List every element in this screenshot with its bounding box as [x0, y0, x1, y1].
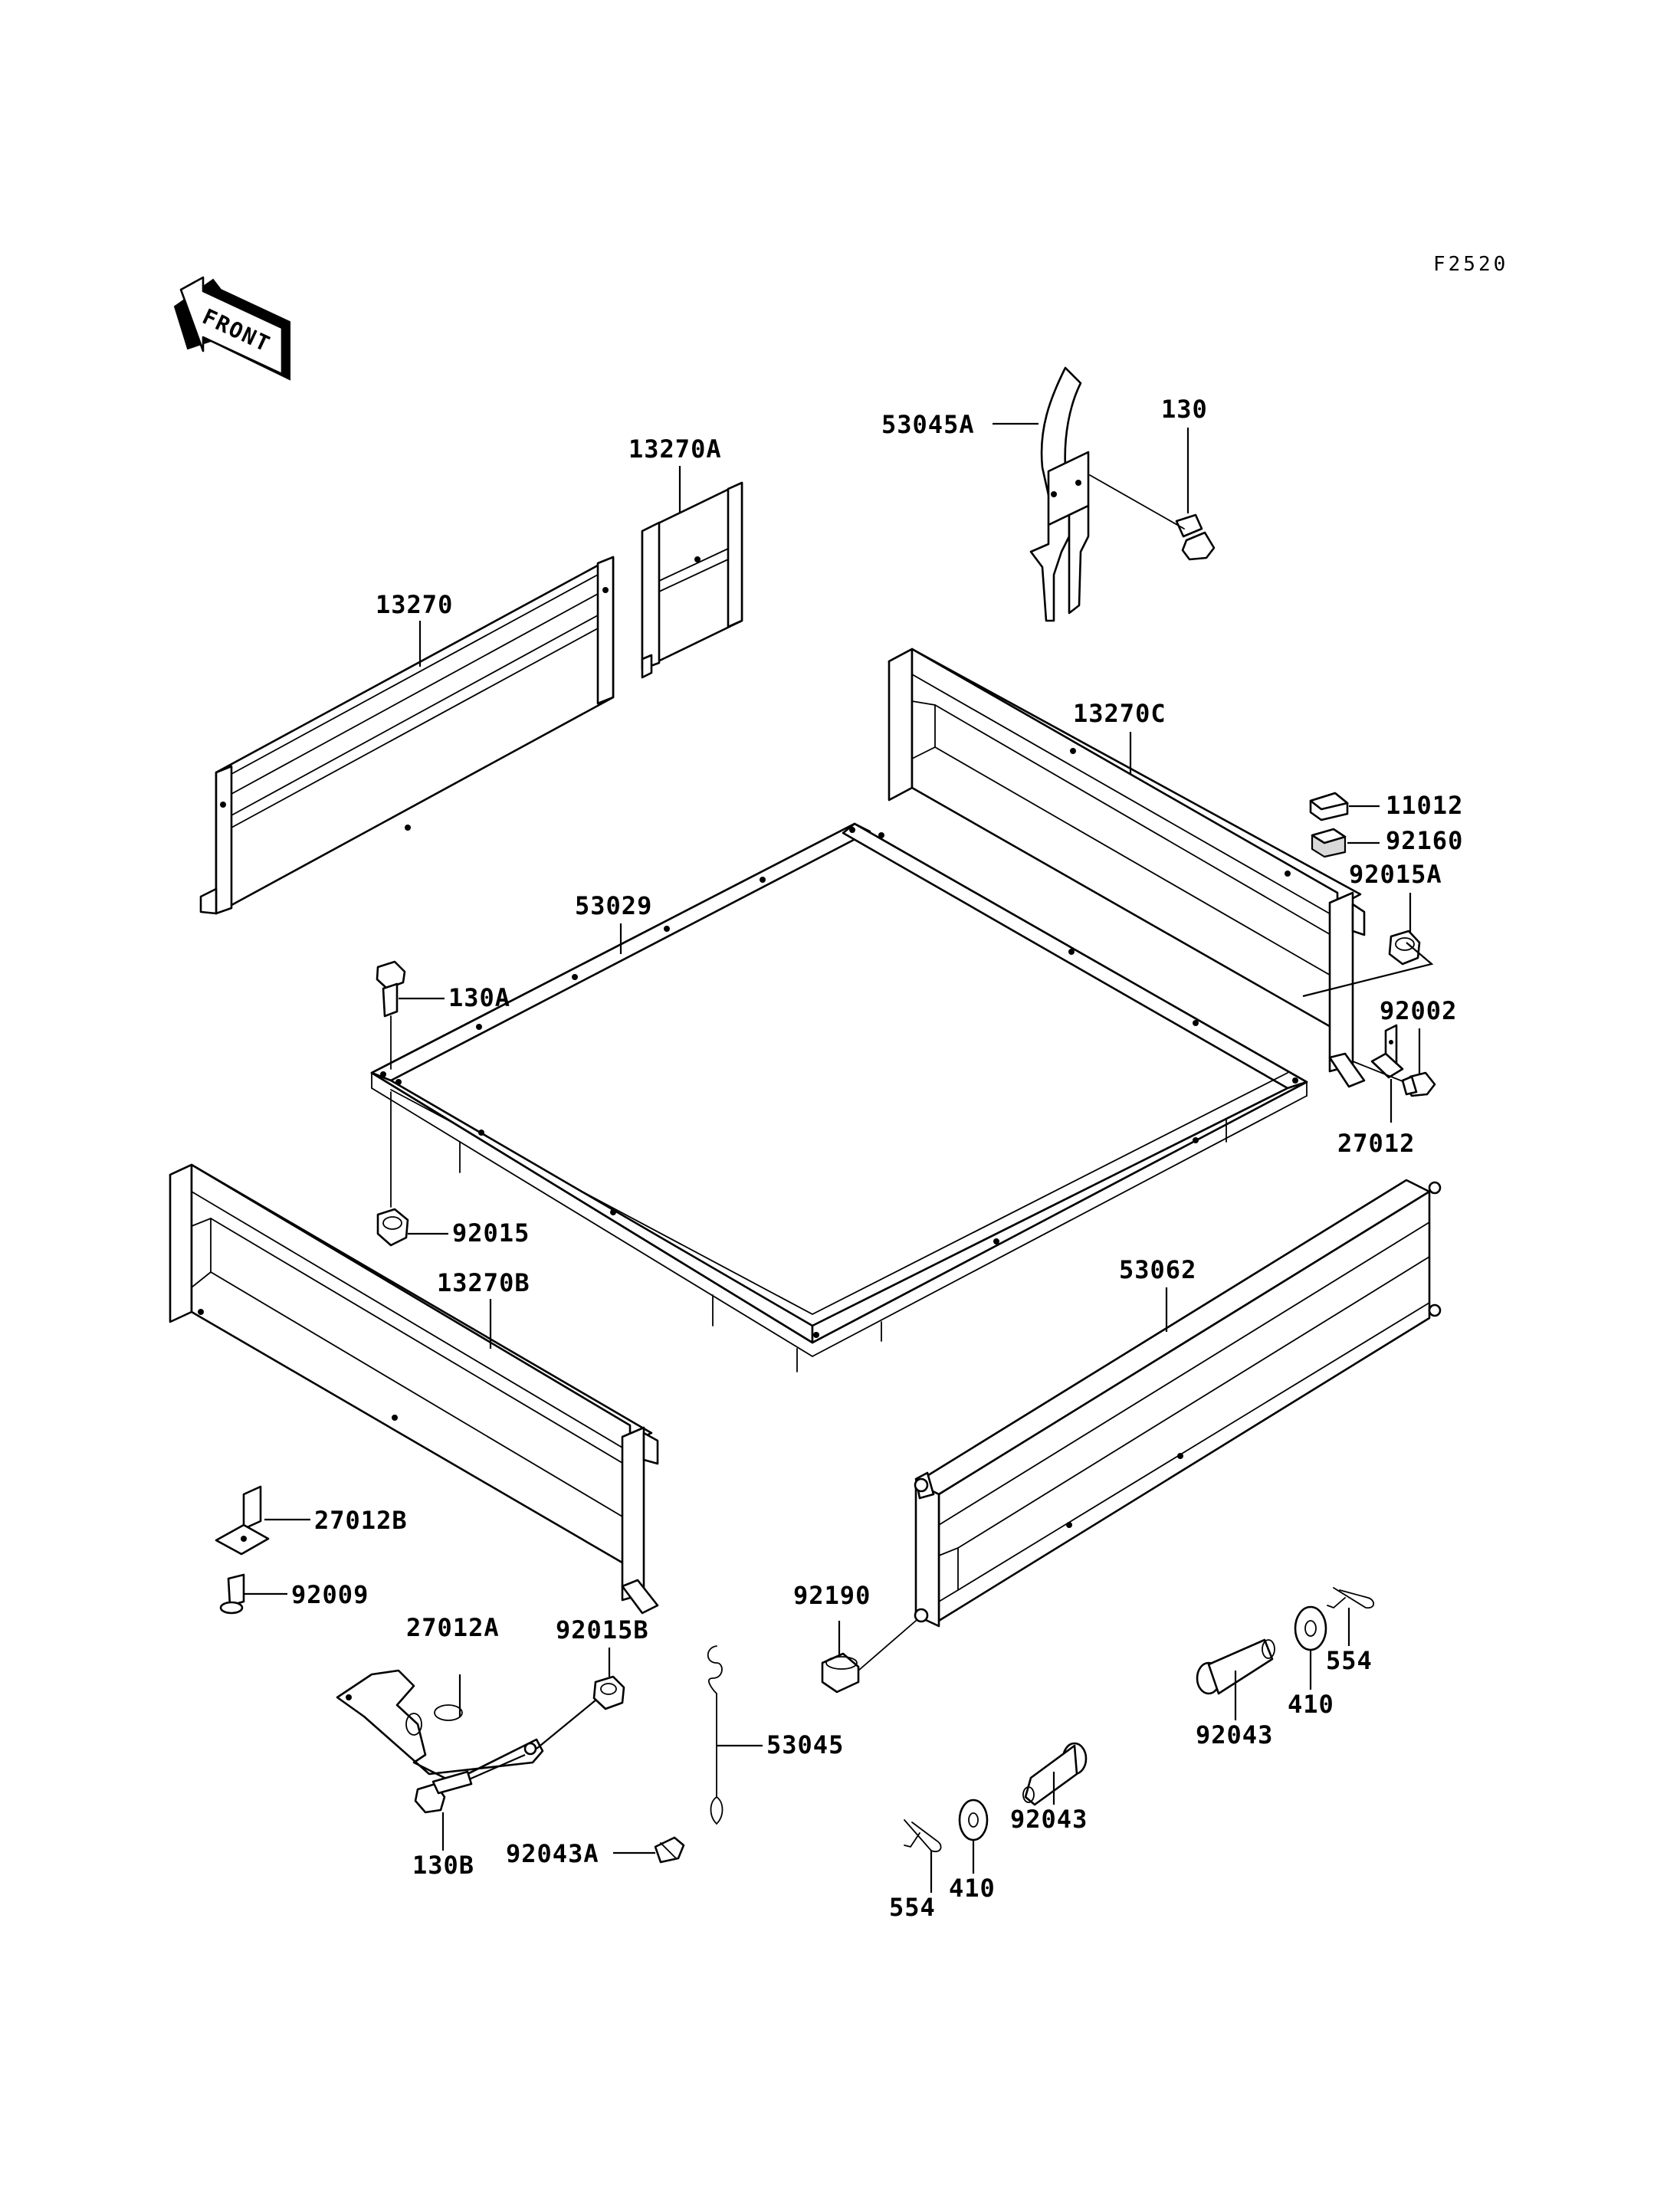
part-410-washer-right [1294, 1605, 1327, 1651]
part-92015B-nut [592, 1675, 625, 1710]
label-11012: 11012 [1386, 791, 1463, 820]
label-92015: 92015 [452, 1218, 530, 1248]
part-92043A-clip [654, 1836, 685, 1864]
label-53045: 53045 [766, 1730, 844, 1759]
part-92009-screw [219, 1573, 245, 1615]
label-92015A: 92015A [1349, 860, 1442, 889]
part-92002-bolt [1352, 1061, 1436, 1097]
label-130: 130 [1161, 395, 1208, 424]
part-554-cotter-pin-lower [904, 1819, 942, 1853]
label-130A: 130A [448, 983, 510, 1012]
label-92043-right: 92043 [1196, 1720, 1273, 1749]
part-130A-bolt [376, 960, 406, 1070]
part-27012B-bracket [215, 1485, 270, 1556]
part-92190-bushing [821, 1620, 917, 1694]
part-410-washer-lower [958, 1799, 989, 1841]
label-92015B: 92015B [556, 1615, 649, 1644]
label-53029: 53029 [575, 891, 652, 920]
part-13270C-side-panel [888, 648, 1366, 1088]
part-130-bolt [1089, 474, 1216, 561]
part-13270A-front-panel [641, 481, 743, 679]
part-27012-bracket [1370, 1024, 1404, 1079]
part-13270-side-panel [199, 556, 615, 915]
label-92043A: 92043A [506, 1839, 599, 1868]
label-53062: 53062 [1119, 1255, 1196, 1284]
label-92190: 92190 [793, 1581, 871, 1610]
label-27012B: 27012B [314, 1506, 408, 1535]
part-53045A-latch [1029, 366, 1090, 622]
label-13270C: 13270C [1073, 699, 1166, 728]
label-92160: 92160 [1386, 826, 1463, 855]
label-13270: 13270 [376, 590, 453, 619]
label-554-right: 554 [1326, 1646, 1373, 1675]
label-554-lower: 554 [889, 1893, 936, 1922]
label-27012A: 27012A [406, 1613, 500, 1642]
part-92043-pin-right [1196, 1638, 1275, 1695]
label-410-right: 410 [1288, 1690, 1334, 1719]
part-11012-cap [1309, 792, 1349, 821]
part-53045-cable [707, 1645, 724, 1825]
label-92009: 92009 [291, 1580, 369, 1609]
label-92043-lower: 92043 [1010, 1805, 1088, 1834]
part-92160-cap [1311, 828, 1347, 858]
part-554-cotter-pin-right [1327, 1587, 1375, 1609]
label-410-lower: 410 [949, 1874, 996, 1903]
front-direction-arrow-icon: FRONT [173, 276, 290, 381]
part-53062-tailgate [914, 1179, 1442, 1628]
figure-code: F2520 [1433, 253, 1508, 276]
label-92002: 92002 [1380, 996, 1457, 1025]
label-53045A: 53045A [881, 410, 975, 439]
part-92015A-nut [1388, 930, 1421, 966]
label-27012: 27012 [1337, 1129, 1415, 1158]
part-92043-pin-lower [1022, 1742, 1088, 1806]
part-92015-nut [376, 1091, 409, 1247]
part-130B-bolt [414, 1770, 473, 1814]
part-13270B-side-panel [169, 1163, 659, 1615]
part-53029-floor-frame [370, 822, 1308, 1372]
label-13270B: 13270B [437, 1268, 530, 1297]
part-27012A-plate [336, 1669, 544, 1783]
label-13270A: 13270A [628, 434, 722, 464]
label-130B: 130B [412, 1851, 474, 1880]
